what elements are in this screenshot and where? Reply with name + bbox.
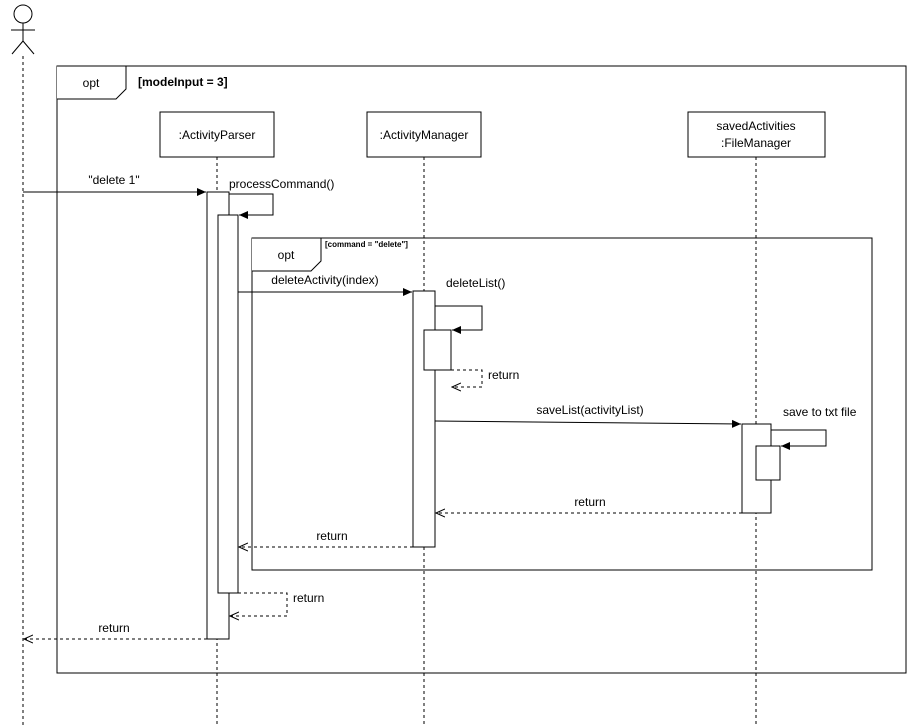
participant-label: :ActivityManager xyxy=(380,128,469,142)
save-to-file-arrow xyxy=(771,429,827,450)
participant-file-manager: savedActivities :FileManager xyxy=(687,111,826,158)
inner-opt-guard: [command = "delete"] xyxy=(325,240,408,249)
manager-activation xyxy=(412,290,436,548)
save-to-file-activation xyxy=(755,445,781,481)
process-return-arrow xyxy=(230,592,288,616)
participant-label-line1: savedActivities xyxy=(716,119,795,133)
parser-activation-inner xyxy=(217,214,239,594)
outer-opt-label: opt xyxy=(83,76,100,90)
participant-label: :ActivityParser xyxy=(179,128,256,142)
save-list-label: saveList(activityList) xyxy=(536,403,643,417)
delete-list-return-arrow xyxy=(451,369,483,387)
delete-list-activation xyxy=(423,329,452,371)
message-delete-label: "delete 1" xyxy=(88,173,139,187)
save-list-arrow xyxy=(434,419,742,428)
process-command-arrow xyxy=(229,193,274,219)
delete-list-arrow xyxy=(435,305,483,334)
file-return-label: return xyxy=(574,495,605,509)
participant-label-line2: :FileManager xyxy=(721,136,791,150)
save-to-file-label: save to txt file xyxy=(783,405,857,419)
delete-activity-label: deleteActivity(index) xyxy=(271,273,378,287)
delete-list-return-label: return xyxy=(488,368,519,382)
actor-icon xyxy=(11,4,35,55)
outer-opt-guard: [modeInput = 3] xyxy=(138,75,228,89)
manager-return-label: return xyxy=(316,529,347,543)
parser-return-label: return xyxy=(98,621,129,635)
inner-opt-frame: opt [command = "delete"] xyxy=(251,237,873,571)
participant-activity-manager: :ActivityManager xyxy=(366,111,482,158)
inner-opt-label: opt xyxy=(278,248,295,262)
delete-list-label: deleteList() xyxy=(446,276,505,290)
process-command-label: processCommand() xyxy=(229,177,334,191)
participant-activity-parser: :ActivityParser xyxy=(159,111,275,158)
outer-opt-frame: opt [modeInput = 3] xyxy=(56,65,907,674)
process-return-label: return xyxy=(293,591,324,605)
